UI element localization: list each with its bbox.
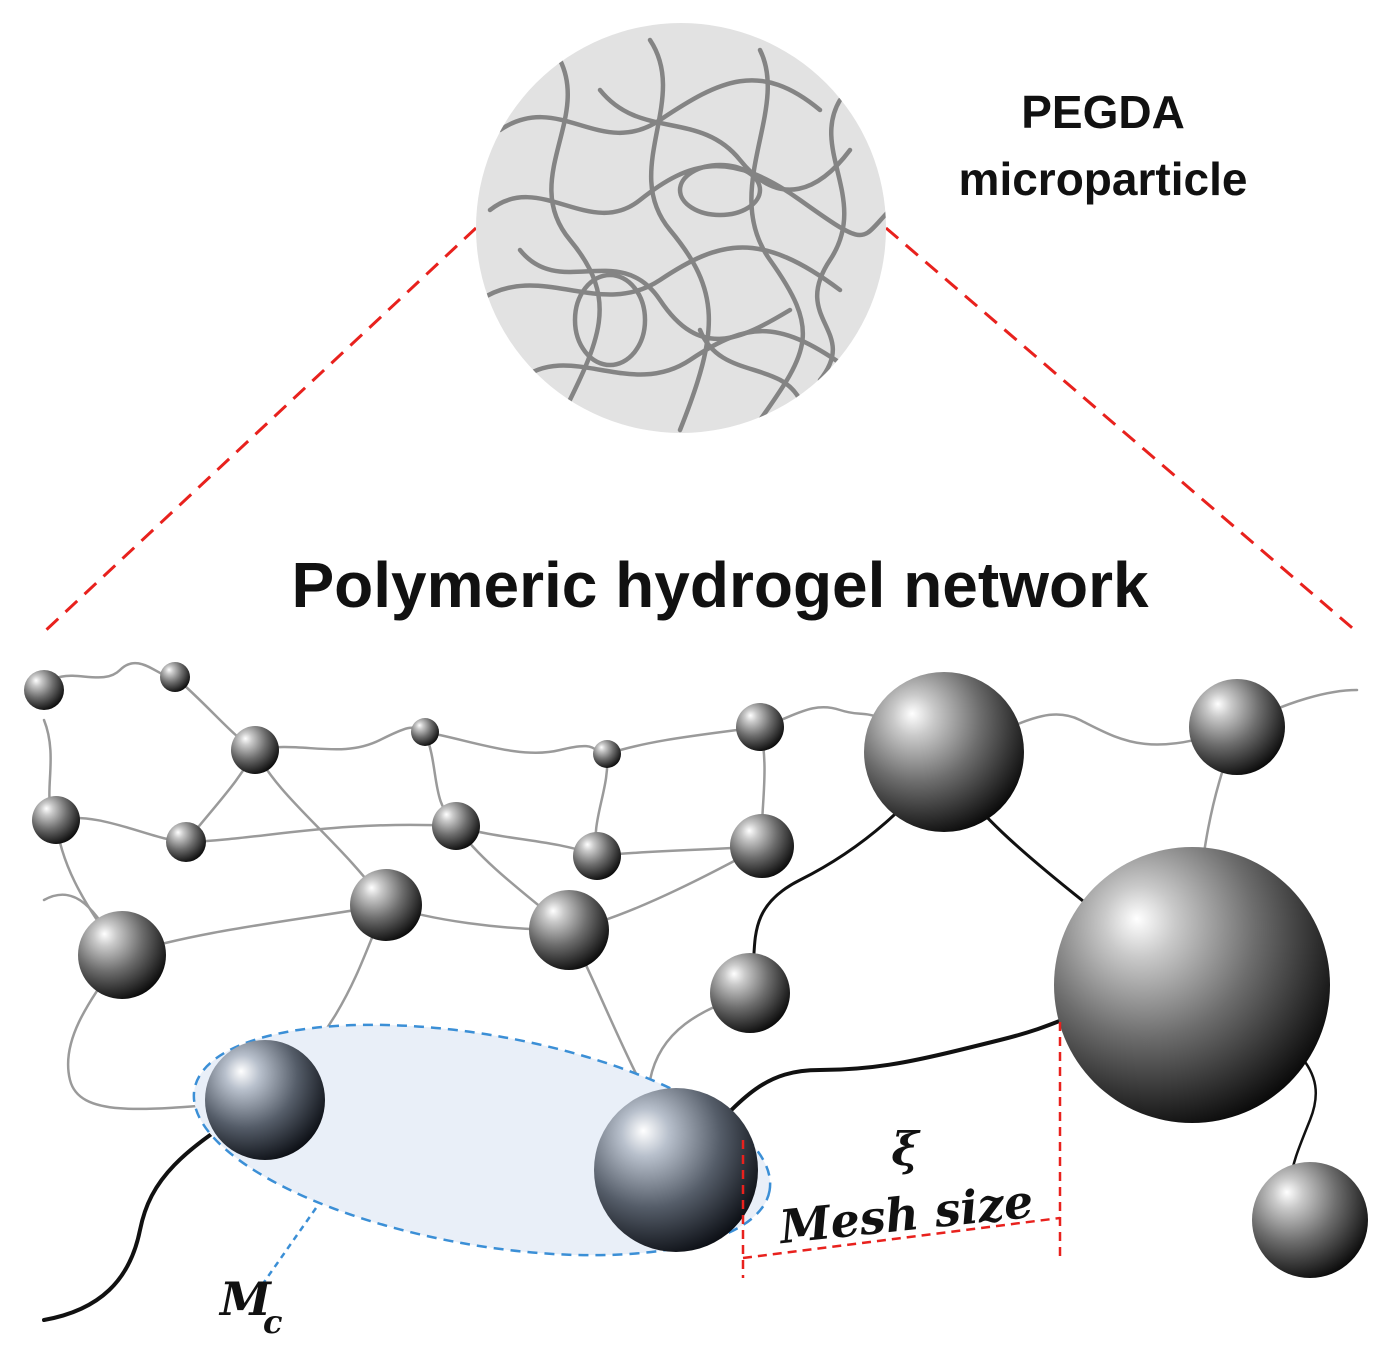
mesh-size-annotation: ξ Mesh size xyxy=(741,1022,1062,1278)
mesh-size-span-line xyxy=(742,1216,1061,1260)
crosslink-node xyxy=(32,796,80,844)
crosslink-node xyxy=(730,814,794,878)
crosslink-node xyxy=(231,726,279,774)
mc-leader-line xyxy=(260,1207,318,1286)
crosslink-node xyxy=(1054,847,1330,1123)
crosslink-node xyxy=(350,869,422,941)
crosslink-node xyxy=(864,672,1024,832)
crosslink-node xyxy=(1189,679,1285,775)
crosslink-nodes xyxy=(24,662,1368,1278)
zoom-line-left xyxy=(42,226,478,634)
crosslink-node xyxy=(24,670,64,710)
network-title: Polymeric hydrogel network xyxy=(291,549,1149,621)
particle-label-line2: microparticle xyxy=(959,153,1248,205)
crosslink-node xyxy=(411,718,439,746)
xi-symbol: ξ xyxy=(891,1122,921,1176)
particle-label-line1: PEGDA xyxy=(1021,86,1185,138)
pegda-microparticle: PEGDA microparticle xyxy=(476,23,1247,433)
crosslink-node xyxy=(432,802,480,850)
crosslink-node xyxy=(1252,1162,1368,1278)
crosslink-node-mc-left xyxy=(205,1040,325,1160)
mesh-size-label: Mesh size xyxy=(775,1174,1036,1254)
crosslink-node xyxy=(78,911,166,999)
crosslink-node xyxy=(710,953,790,1033)
crosslink-node xyxy=(593,740,621,768)
crosslink-node xyxy=(160,662,190,692)
zoom-guide-lines xyxy=(42,226,1358,634)
crosslink-node xyxy=(573,832,621,880)
mc-label-subscript: c xyxy=(263,1303,282,1341)
crosslink-node xyxy=(529,890,609,970)
microparticle-polymer-mesh xyxy=(477,37,886,433)
crosslink-node xyxy=(736,703,784,751)
crosslink-node xyxy=(166,822,206,862)
mc-label: M xyxy=(218,1272,273,1326)
crosslink-node-mc-right xyxy=(594,1088,758,1252)
